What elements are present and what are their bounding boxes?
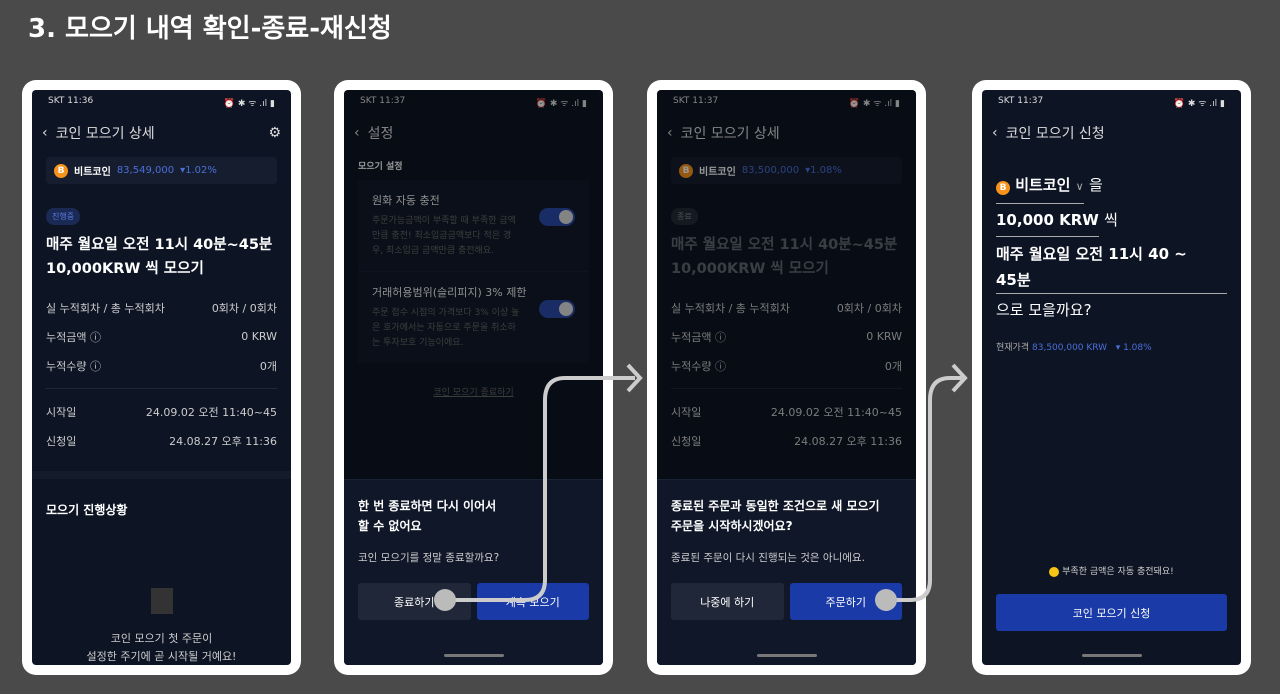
toggle-switch[interactable] bbox=[539, 208, 575, 226]
back-icon[interactable]: ‹ bbox=[667, 125, 673, 141]
coin-emoji-icon bbox=[1049, 566, 1060, 577]
back-icon[interactable]: ‹ bbox=[992, 125, 998, 141]
phone-apply: SKT 11:37 ⏰ ✱ ᯤ .ıl ▮ ‹ 코인 모으기 신청 B 비트코인 ∨… bbox=[972, 80, 1251, 675]
gear-icon[interactable]: ⚙ bbox=[268, 125, 281, 141]
bitcoin-icon: B bbox=[679, 163, 693, 178]
coin-ticker[interactable]: B 비트코인 83,549,000 ▾1.02% bbox=[46, 157, 277, 184]
sheet-title: 주문을 시작하시겠어요? bbox=[671, 519, 793, 533]
page-title: 3. 모으기 내역 확인-종료-재신청 bbox=[28, 14, 392, 44]
coin-change: ▾1.02% bbox=[180, 165, 217, 176]
header-title: 코인 모으기 신청 bbox=[1005, 126, 1105, 142]
progress-title: 모으기 진행상황 bbox=[46, 503, 128, 517]
schedule-field[interactable]: 매주 월요일 오전 11시 40 ~45분 bbox=[996, 241, 1227, 294]
coin-price: 83,549,000 bbox=[116, 165, 175, 176]
document-icon bbox=[150, 588, 173, 614]
later-button[interactable]: 나중에 하기 bbox=[671, 583, 784, 620]
coin-name: 비트코인 bbox=[74, 167, 111, 178]
submit-button[interactable]: 코인 모으기 신청 bbox=[996, 594, 1227, 631]
coin-name: 비트코인 bbox=[1015, 176, 1071, 194]
coin-price: 83,500,000 bbox=[741, 165, 800, 176]
status-time: SKT 11:36 bbox=[48, 96, 94, 106]
price-change: ▾ 1.08% bbox=[1115, 343, 1152, 353]
coin-ticker[interactable]: B 비트코인 83,500,000 ▾1.08% bbox=[671, 157, 902, 184]
phone-settings: SKT 11:37 ⏰ ✱ ᯤ .ıl ▮ ‹ 설정 모으기 설정 원화 자동 충전… bbox=[334, 80, 613, 675]
bitcoin-icon: B bbox=[54, 163, 68, 178]
empty-text: 설정한 주기에 곧 시작될 거예요! bbox=[86, 650, 237, 663]
question-end: 으로 모을까요? bbox=[996, 301, 1092, 319]
status-time: SKT 11:37 bbox=[360, 96, 406, 106]
arrow-head bbox=[626, 363, 643, 393]
header-title: 코인 모으기 상세 bbox=[55, 126, 155, 142]
schedule-text: 매주 월요일 오전 11시 40분~45분 bbox=[46, 237, 273, 253]
status-icons: ⏰ ✱ ᯤ .ıl ▮ bbox=[535, 99, 587, 109]
sheet-body: 종료된 주문이 다시 진행되는 것은 아니에요. bbox=[671, 552, 865, 564]
toggle-switch[interactable] bbox=[539, 300, 575, 318]
status-icons: ⏰ ✱ ᯤ .ıl ▮ bbox=[223, 99, 275, 109]
notice-text: 부족한 금액은 자동 충전돼요! bbox=[1062, 567, 1174, 577]
chevron-down-icon: ∨ bbox=[1075, 180, 1084, 193]
end-link[interactable]: 코인 모으기 종료하기 bbox=[433, 388, 514, 398]
arrow-end-to-ended bbox=[445, 376, 635, 602]
coin-change: ▾1.08% bbox=[805, 165, 842, 176]
phone-ended: SKT 11:37 ⏰ ✱ ᯤ .ıl ▮ ‹ 코인 모으기 상세 B 비트코인 83,… bbox=[647, 80, 926, 675]
status-icons: ⏰ ✱ ᯤ .ıl ▮ bbox=[848, 99, 900, 109]
phone-detail: SKT 11:36 ⏰ ✱ ᯤ .ıl ▮ ‹ 코인 모으기 상세 ⚙ B 비트코인 83… bbox=[22, 80, 301, 675]
status-icons: ⏰ ✱ ᯤ .ıl ▮ bbox=[1173, 99, 1225, 109]
arrow-ended-to-apply bbox=[886, 376, 962, 602]
sheet-body: 코인 모으기를 정말 종료할까요? bbox=[358, 552, 500, 564]
amount-suffix: 씩 bbox=[1104, 211, 1118, 229]
status-time: SKT 11:37 bbox=[673, 96, 719, 106]
header-title: 설정 bbox=[367, 126, 394, 142]
sheet-title: 할 수 없어요 bbox=[358, 519, 422, 533]
tap-marker bbox=[434, 589, 456, 611]
sheet-title: 한 번 종료하면 다시 이어서 bbox=[358, 499, 497, 513]
tap-marker bbox=[875, 589, 897, 611]
amount-field[interactable]: 10,000 KRW bbox=[996, 204, 1099, 237]
sheet-title: 종료된 주문과 동일한 조건으로 새 모으기 bbox=[671, 499, 880, 513]
amount-text: 10,000KRW 씩 모으기 bbox=[46, 261, 204, 277]
header-title: 코인 모으기 상세 bbox=[680, 126, 780, 142]
empty-text: 코인 모으기 첫 주문이 bbox=[110, 632, 213, 645]
section-title: 모으기 설정 bbox=[358, 162, 403, 172]
status-badge: 진행중 bbox=[46, 208, 81, 225]
bitcoin-icon: B bbox=[996, 181, 1010, 195]
coin-name: 비트코인 bbox=[699, 167, 736, 178]
arrow-head bbox=[951, 363, 968, 393]
current-price: 83,500,000 KRW bbox=[1032, 343, 1108, 353]
price-label: 현재가격 bbox=[996, 343, 1030, 353]
back-icon[interactable]: ‹ bbox=[42, 125, 48, 141]
schedule-text: 매주 월요일 오전 11시 40분~45분 bbox=[671, 237, 898, 253]
amount-text: 10,000KRW 씩 모으기 bbox=[671, 261, 829, 277]
coin-suffix: 을 bbox=[1088, 176, 1103, 194]
status-time: SKT 11:37 bbox=[998, 96, 1044, 106]
status-badge: 종료 bbox=[671, 208, 698, 225]
back-icon[interactable]: ‹ bbox=[354, 125, 360, 141]
coin-selector[interactable]: B 비트코인 ∨ bbox=[996, 169, 1084, 204]
